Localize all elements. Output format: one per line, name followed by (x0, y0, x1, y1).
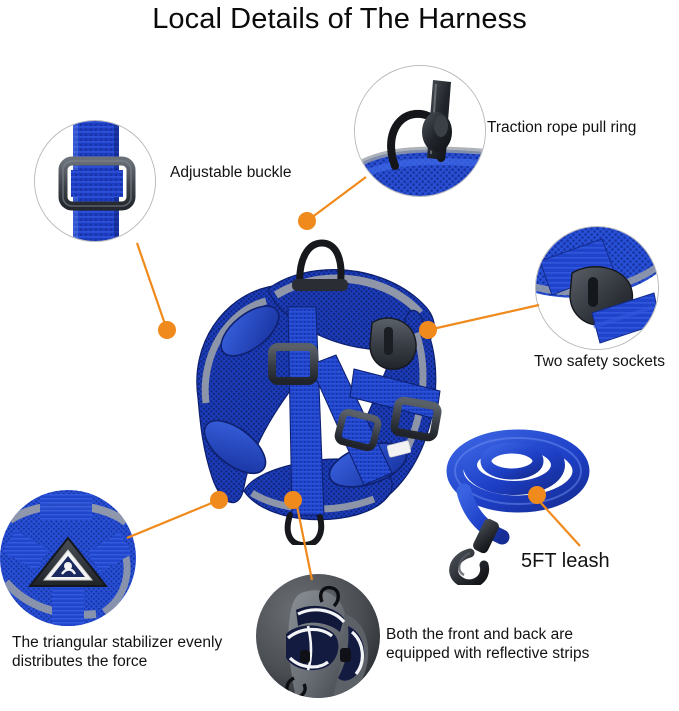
detail-circle-triangular-stabilizer (0, 490, 136, 626)
label-reflective-strips: Both the front and back are equipped wit… (386, 626, 590, 662)
label-triangular-stabilizer: The triangular stabilizer evenly distrib… (12, 634, 223, 670)
detail-circle-reflective-strips (256, 574, 380, 698)
detail-circle-adjustable-buckle (34, 120, 156, 242)
leash-product-image (440, 425, 620, 589)
page-title: Local Details of The Harness (152, 3, 527, 35)
label-adjustable-buckle: Adjustable buckle (170, 164, 292, 181)
detail-circle-two-safety-sockets (535, 226, 659, 350)
detail-circle-traction-rope-pull-ring (354, 65, 486, 197)
hero-product-image (140, 215, 470, 549)
label-five-ft-leash: 5FT leash (521, 550, 610, 572)
label-two-safety-sockets: Two safety sockets (534, 353, 665, 370)
label-traction-rope-pull-ring: Traction rope pull ring (487, 119, 637, 136)
